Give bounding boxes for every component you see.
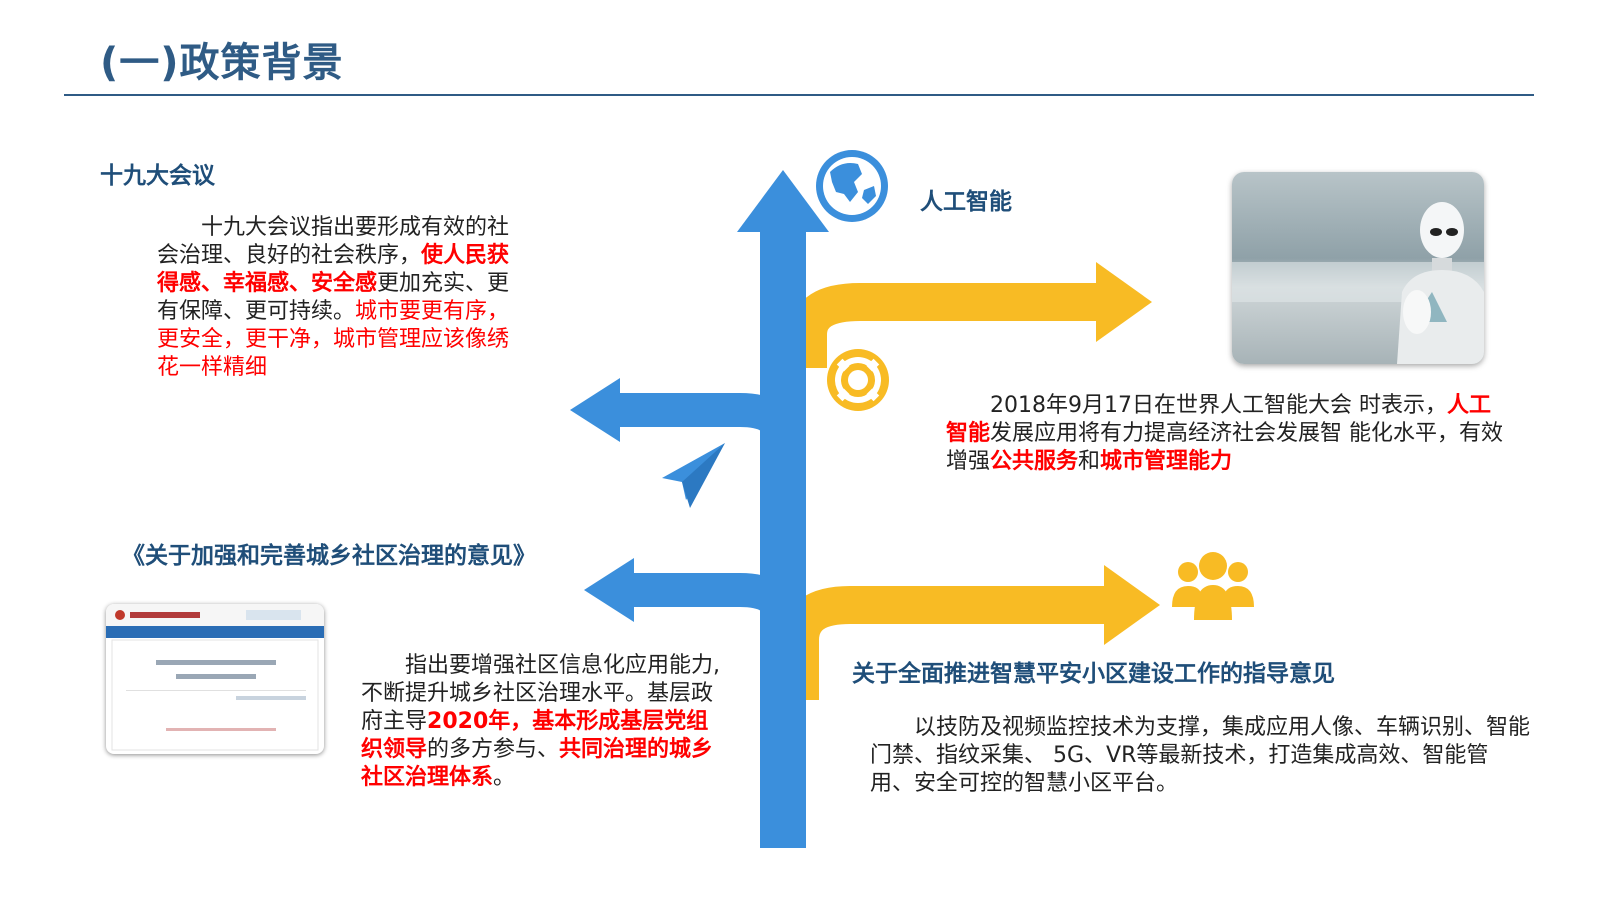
robot-image: [1232, 172, 1484, 364]
document-thumbnail-illustration: [106, 604, 324, 751]
para-19th-highlight-1: 使人民获得感、幸福感、安全感: [157, 243, 510, 296]
para-19th-text-2: 更加充实、更有保障、更可持续。: [157, 271, 510, 324]
title-divider: [64, 94, 1534, 96]
paragraph-community-governance: 指出要增强社区信息化应用能力,不断提升城乡社区治理水平。基层政府主导2020年，…: [361, 652, 721, 792]
paragraph-ai: 2018年9月17日在世界人工智能大会 时表示，人工智能发展应用将有力提高经济社…: [946, 392, 1506, 476]
document-thumbnail: [106, 604, 324, 754]
para-opinion-text-1: 指出要增强社区信息化应用能力,不断提升城乡社区治理水平。基层政府主导: [361, 653, 720, 734]
para-19th-text-1: 十九大会议指出要形成有效的社会治理、良好的社会秩序，: [157, 215, 510, 268]
paragraph-smart-community: 以技防及视频监控技术为支撑，集成应用人像、车辆识别、智能门禁、指纹采集、 5G、…: [870, 715, 1531, 796]
paper-plane-icon: [662, 443, 725, 508]
heading-19th-congress: 十九大会议: [100, 163, 215, 189]
para-ai-highlight-3: 城市管理能力: [1100, 449, 1233, 474]
heading-smart-community: 关于全面推进智慧平安小区建设工作的指导意见: [852, 661, 1335, 687]
blue-arrow-lower-left: [584, 558, 799, 640]
people-icon: [1172, 552, 1254, 620]
para-opinion-highlight-1: 2020年，基本形成基层党组织领导: [361, 709, 709, 762]
para-ai-highlight-2: 公共服务: [990, 449, 1079, 474]
para-ai-text-2: 发展应用将有力提高经济社会发展智 能化水平，有效增强: [946, 421, 1504, 474]
heading-ai: 人工智能: [920, 189, 1012, 215]
lifebuoy-icon: [827, 349, 889, 411]
para-ai-highlight-1: 人工智能: [946, 393, 1491, 446]
blue-main-arrow: [737, 170, 829, 848]
blue-arrow-upper-left: [570, 378, 799, 470]
robot-illustration: [1232, 202, 1484, 364]
para-ai-text-1: 2018年9月17日在世界人工智能大会 时表示，: [990, 393, 1447, 418]
para-opinion-text-3: 。: [493, 765, 516, 790]
yellow-arrow-upper: [789, 262, 1152, 368]
paragraph-19th-congress: 十九大会议指出要形成有效的社会治理、良好的社会秩序，使人民获得感、幸福感、安全感…: [157, 214, 511, 382]
page-title: (一)政策背景: [100, 40, 344, 86]
globe-icon: [816, 150, 888, 222]
para-ai-text-3: 和: [1078, 449, 1101, 474]
para-19th-highlight-2: 城市要更有序，更安全，更干净，城市管理应该像绣花一样精细: [157, 299, 510, 380]
para-opinion-text-2: 的多方参与、: [427, 737, 560, 762]
heading-community-governance: 《关于加强和完善城乡社区治理的意见》: [122, 543, 536, 569]
para-opinion-highlight-2: 共同治理的城乡社区治理体系: [361, 737, 714, 790]
